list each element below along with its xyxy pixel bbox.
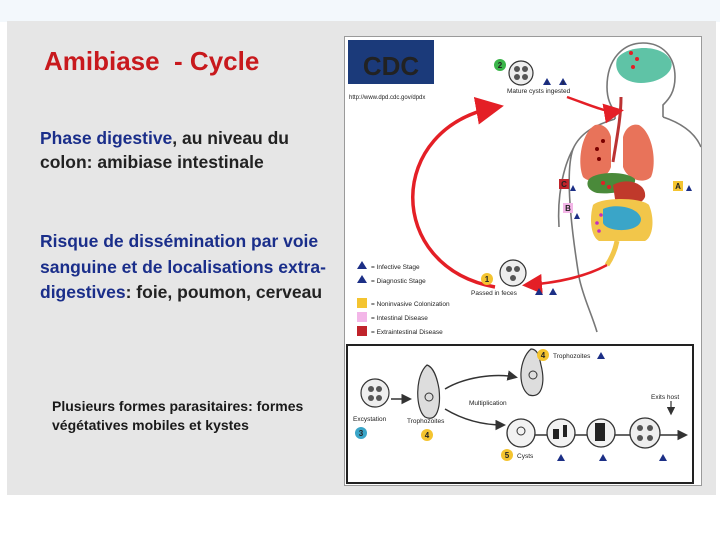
rectum	[604, 240, 620, 267]
brain-organ	[616, 48, 672, 83]
diagnostic-marker-8	[599, 454, 607, 461]
stage-c-marker	[559, 179, 569, 189]
stage-legend: = Infective Stage = Diagnostic Stage = N…	[357, 261, 450, 336]
step-5-badge	[501, 449, 513, 461]
left-lung	[580, 124, 611, 181]
step-5-number: 5	[505, 451, 510, 460]
lifecycle-diagram: CDC http://www.dpd.cdc.gov/dpdx C B A 2 …	[346, 40, 702, 484]
passed-cyst-image	[499, 259, 527, 287]
slide-title: Amibiase - Cycle	[44, 46, 260, 76]
legend-extraintestinal: = Extraintestinal Disease	[371, 329, 443, 336]
legend-c-icon	[357, 326, 367, 336]
cdc-logo: CDC	[348, 40, 434, 90]
step-4-badge-mid	[421, 429, 433, 441]
legend-infective: = Infective Stage	[371, 264, 420, 271]
bullet-digestive-phase: Phase digestive, au niveau du colon: ami…	[40, 126, 330, 174]
step-2-label: Mature cysts ingested	[507, 88, 571, 95]
step-3-badge	[355, 427, 367, 439]
cysts-label: Cysts	[517, 453, 534, 460]
step-1-label: Passed in feces	[471, 290, 518, 297]
top-decor-band	[0, 0, 720, 22]
arrow-to-trophozoite	[444, 370, 518, 390]
stage-a-letter: A	[675, 182, 681, 191]
diagnostic-marker-7	[557, 454, 565, 461]
diagnostic-marker-4-letter: d	[562, 81, 565, 87]
step-3-number: 3	[359, 429, 364, 438]
legend-intestinal: = Intestinal Disease	[371, 315, 428, 322]
step-4-badge-top	[537, 349, 549, 361]
trophozoite-mid-image	[417, 364, 441, 419]
cdc-logo-text: CDC	[363, 51, 420, 81]
diagnostic-marker	[570, 185, 576, 191]
trophozoites-top-label: Trophozoites	[553, 353, 591, 360]
multiplication-label: Multiplication	[469, 400, 507, 407]
diagnostic-marker-4	[559, 78, 567, 85]
right-lung	[623, 124, 654, 181]
excystation-cyst	[360, 378, 390, 408]
bullet-dissemination-highlight: Risque de dissémination par voie sanguin…	[40, 231, 326, 302]
diagnostic-marker-6	[597, 352, 605, 359]
step-4-number-top: 4	[541, 351, 546, 360]
step-4-number-mid: 4	[425, 431, 430, 440]
legend-diagnostic: = Diagnostic Stage	[371, 278, 426, 285]
arrow-to-cysts	[444, 408, 506, 431]
small-intestine	[603, 206, 641, 231]
stomach-organ	[613, 181, 646, 205]
bullet-dissemination-rest: : foie, poumon, cerveau	[125, 282, 323, 302]
detail-panel	[346, 344, 694, 484]
trophozoites-mid-label: Trophozoites	[407, 418, 445, 425]
diagnostic-marker-3	[686, 185, 692, 191]
stage-b-letter: B	[565, 204, 571, 213]
legend-b-icon	[357, 312, 367, 322]
exits-host-label: Exits host	[651, 394, 679, 401]
step-1-badge	[481, 273, 493, 285]
excystation-label: Excystation	[353, 416, 387, 423]
stage-b-marker	[563, 203, 573, 213]
step-2-number: 2	[498, 61, 503, 70]
step-1-number: 1	[485, 275, 490, 284]
diagnostic-marker-2	[574, 213, 580, 219]
legend-diagnostic-icon	[357, 275, 367, 283]
infective-marker-letter: i	[546, 81, 547, 87]
stage-c-letter: C	[561, 180, 567, 189]
cdc-url: http://www.dpd.cdc.gov/dpdx	[349, 95, 425, 101]
infective-marker	[543, 78, 551, 85]
mature-cyst-image	[508, 60, 534, 86]
bottom-band	[0, 496, 720, 540]
legend-infective-icon	[357, 261, 367, 269]
legend-noninvasive: = Noninvasive Colonization	[371, 301, 450, 308]
bullet-digestive-highlight: Phase digestive	[40, 128, 173, 148]
cycle-arrow-up	[411, 96, 504, 289]
cdc-lifecycle-figure: CDC http://www.dpd.cdc.gov/dpdx C B A 2 …	[344, 36, 702, 486]
cyst-stage-2	[546, 418, 576, 448]
legend-a-icon	[357, 298, 367, 308]
cyst-stage-4	[629, 417, 661, 449]
parasite-forms-note: Plusieurs formes parasitaires: formes vé…	[52, 398, 304, 433]
bullet-digestive-rest: , au niveau du colon: amibiase intestina…	[40, 128, 289, 172]
diagnostic-marker-9	[659, 454, 667, 461]
excretion-arrow	[522, 263, 608, 294]
stage-a-marker	[673, 181, 683, 191]
ingestion-arrow	[566, 95, 624, 124]
infective-marker-2	[535, 288, 543, 295]
diagnostic-marker-5	[549, 288, 557, 295]
esophagus	[611, 96, 623, 163]
bullet-dissemination: Risque de dissémination par voie sanguin…	[40, 229, 330, 306]
step-2-badge	[494, 59, 506, 71]
cyst-stage-1	[506, 418, 536, 448]
